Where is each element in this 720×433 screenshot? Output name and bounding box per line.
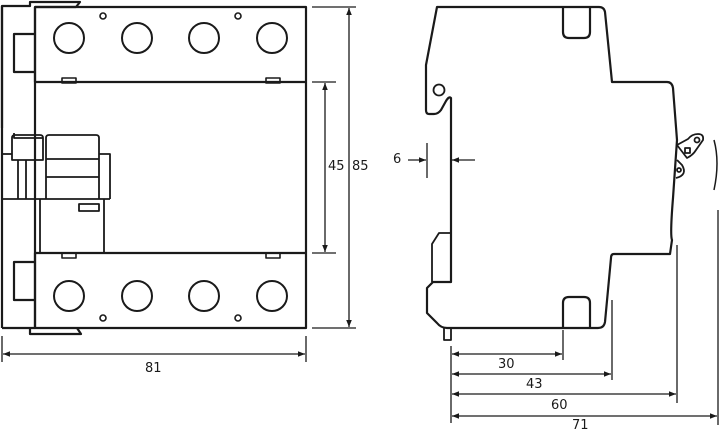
dimension-front-height-label: 45 <box>328 159 345 174</box>
terminal-screw <box>188 280 220 312</box>
terminal-screw <box>121 280 153 312</box>
front-dimensions <box>1 6 356 362</box>
top-terminals <box>53 12 288 54</box>
side-offset-dimension <box>408 143 475 178</box>
dimension-depth-30-label: 30 <box>498 357 515 372</box>
top-terminal-block <box>33 5 308 84</box>
terminal-screw <box>188 22 220 54</box>
dimension-total-height-label: 85 <box>352 159 369 174</box>
bottom-terminals <box>53 280 288 322</box>
terminal-screw <box>256 280 288 312</box>
terminal-screw <box>256 22 288 54</box>
dimension-width-label: 81 <box>145 361 162 376</box>
side-view <box>424 5 679 341</box>
mounting-hole <box>234 314 242 322</box>
top-side-tab <box>12 32 34 74</box>
mounting-hole <box>99 314 107 322</box>
bottom-terminal-block <box>33 251 308 330</box>
dimension-rail-offset-label: 6 <box>393 152 402 167</box>
mounting-hole <box>234 12 242 20</box>
dimension-depth-71-label: 71 <box>572 418 589 433</box>
front-view <box>0 0 308 336</box>
terminal-screw <box>53 22 85 54</box>
terminal-screw <box>121 22 153 54</box>
side-outline <box>424 5 679 330</box>
bottom-side-tab <box>12 260 34 302</box>
dimension-depth-60-label: 60 <box>551 398 568 413</box>
dimension-depth-43-label: 43 <box>526 377 543 392</box>
terminal-screw <box>53 280 85 312</box>
side-depth-dimensions <box>450 210 719 425</box>
toggle-module <box>2 133 111 253</box>
toggle-lever <box>675 133 718 191</box>
mounting-hole <box>99 12 107 20</box>
